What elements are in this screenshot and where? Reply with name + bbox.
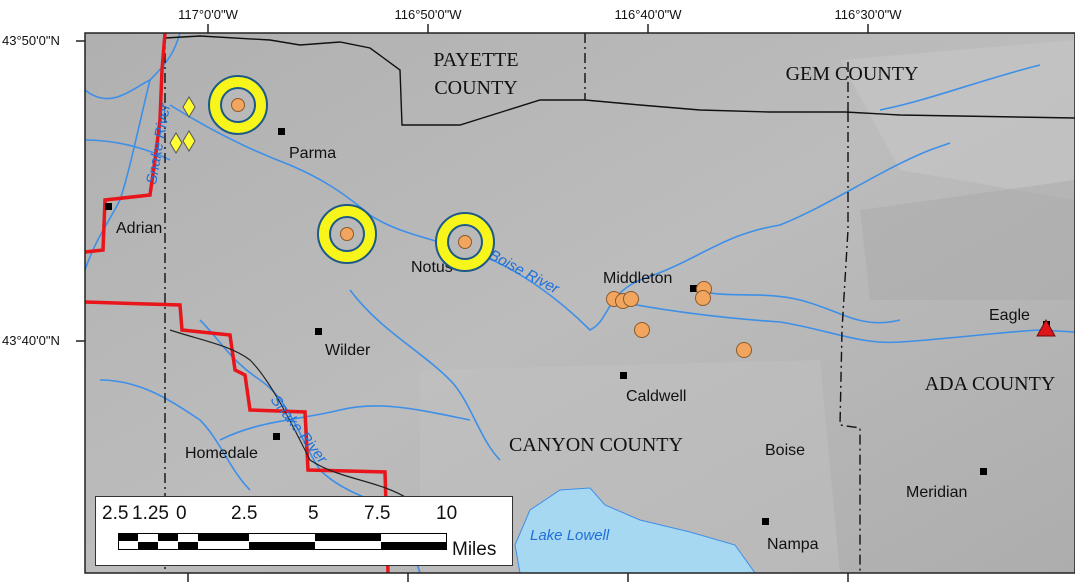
graticule-label-top: 116°30'0"W: [835, 7, 903, 22]
town-label-meridian: Meridian: [906, 484, 967, 501]
town-marker-adrian: [105, 203, 112, 210]
town-label-parma: Parma: [289, 145, 336, 162]
town-label-homedale: Homedale: [185, 445, 258, 462]
town-label-caldwell: Caldwell: [626, 388, 686, 405]
creek-line: [99, 379, 251, 491]
scale-tick-label: 10: [436, 503, 458, 524]
state-border-upper: [85, 33, 167, 254]
diamond-marker: [182, 96, 196, 118]
scale-segment: [158, 534, 178, 541]
county-boundary-canyon-ada: [839, 112, 861, 573]
graticule-label-top: 116°40'0"W: [615, 7, 683, 22]
graticule-label-top: 116°50'0"W: [395, 7, 463, 22]
scale-tick-label: 2.5: [102, 503, 129, 524]
diamond-marker: [182, 130, 196, 152]
county-label-ada: ADA COUNTY: [925, 373, 1056, 395]
town-label-eagle: Eagle: [989, 307, 1030, 324]
scale-tick-label: 7.5: [364, 503, 391, 524]
lake-label-lowell: Lake Lowell: [530, 527, 610, 544]
town-label-notus: Notus: [411, 259, 453, 276]
graticule-label-top: 117°0'0"W: [178, 7, 238, 22]
boise-river-line: [169, 104, 951, 331]
town-label-boise: Boise: [765, 442, 805, 459]
scale-tick-label: 1.25: [132, 503, 169, 524]
graticule-label-left: 43°50'0"N: [2, 33, 60, 48]
town-marker-meridian: [980, 468, 987, 475]
site-point: [231, 98, 245, 112]
graticule-label-left: 43°40'0"N: [2, 333, 60, 348]
site-point: [695, 290, 711, 306]
hillshade-ridge: [860, 180, 1075, 300]
town-label-nampa: Nampa: [767, 536, 819, 553]
diamond-marker: [169, 132, 183, 154]
scale-bar: 2.5 1.25 0 2.5 5 7.5 10 Miles: [95, 496, 513, 566]
site-point: [736, 342, 752, 358]
site-point: [458, 235, 472, 249]
county-label-gem: GEM COUNTY: [786, 63, 919, 85]
site-point: [340, 227, 354, 241]
site-point: [634, 322, 650, 338]
state-border-lower: [85, 300, 390, 573]
scale-unit-label: Miles: [452, 539, 497, 560]
town-marker-nampa: [762, 518, 769, 525]
snake-river-line: [85, 79, 151, 271]
hillshade-valley: [420, 360, 840, 573]
county-label-payette: COUNTY: [434, 77, 517, 99]
scale-segment: [198, 534, 249, 541]
map-frame: [84, 32, 1075, 574]
scale-segment: [178, 542, 198, 549]
road-line: [169, 329, 411, 501]
scale-tick-label: 0: [176, 503, 187, 524]
creek-line: [219, 405, 471, 441]
town-marker-wilder: [315, 328, 322, 335]
county-boundary-payette: [164, 35, 1075, 126]
site-point: [623, 291, 639, 307]
town-marker-parma: [278, 128, 285, 135]
town-label-adrian: Adrian: [116, 220, 162, 237]
scale-segment: [118, 534, 138, 541]
boise-river-line: [609, 299, 1075, 344]
county-label-payette: PAYETTE: [433, 49, 518, 71]
town-marker-middleton: [690, 285, 697, 292]
triangle-marker: [1036, 318, 1056, 337]
creek-line: [85, 139, 171, 161]
county-label-canyon: CANYON COUNTY: [509, 434, 683, 456]
boise-river-branch: [689, 287, 901, 324]
creek-line: [349, 289, 501, 461]
scale-segment: [315, 534, 381, 541]
creek-line: [879, 64, 1041, 111]
scale-tick-label: 2.5: [231, 503, 258, 524]
scale-segment: [249, 542, 315, 549]
town-label-wilder: Wilder: [325, 342, 371, 359]
lake-lowell-shape: [514, 487, 756, 573]
town-label-middleton: Middleton: [603, 270, 672, 287]
town-marker-caldwell: [620, 372, 627, 379]
scale-segment: [138, 542, 158, 549]
scale-tick-label: 5: [308, 503, 319, 524]
scale-segment: [381, 542, 446, 549]
hillshade-ridge: [840, 40, 1075, 200]
town-marker-homedale: [273, 433, 280, 440]
